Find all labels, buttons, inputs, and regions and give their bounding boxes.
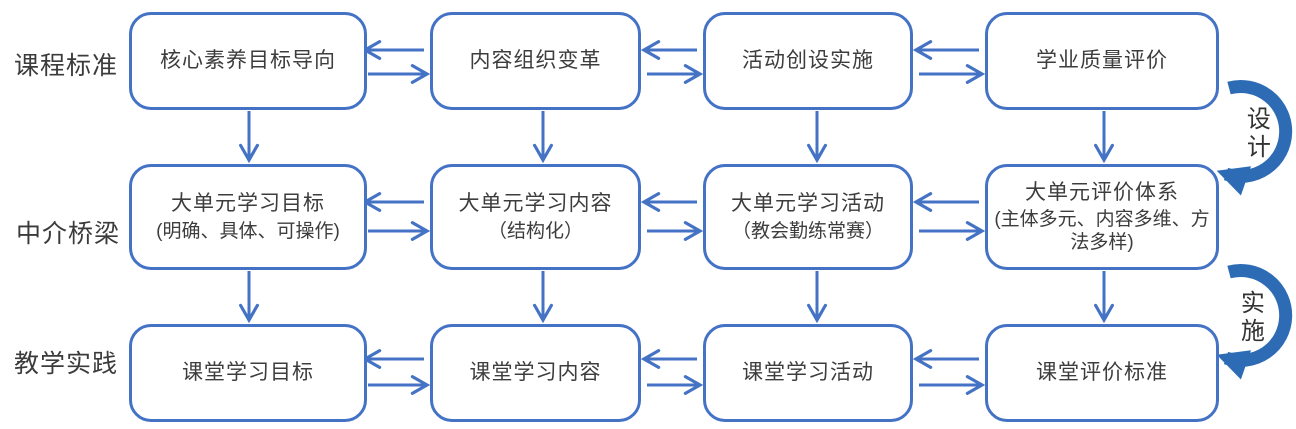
node-title: 课堂学习活动 <box>742 360 874 384</box>
node-core-literacy-goal: 核心素养目标导向 <box>129 12 367 110</box>
bidir-arrows-row1-gap1 <box>361 40 431 84</box>
node-title: 课堂学习目标 <box>182 360 314 384</box>
node-activity-creation-implementation: 活动创设实施 <box>703 12 913 110</box>
node-subtitle: （教会勤练常赛） <box>731 220 884 242</box>
row-label-intermediary-bridge: 中介桥梁 <box>16 221 121 248</box>
node-classroom-learning-activity: 课堂学习活动 <box>703 324 913 422</box>
implement-label: 实施 <box>1236 290 1263 346</box>
node-title: 内容组织变革 <box>469 48 602 72</box>
bidir-arrows-row3-gap1 <box>361 349 431 395</box>
node-content-organization-reform: 内容组织变革 <box>430 12 641 110</box>
design-curve-arrow <box>1216 79 1293 196</box>
node-title: 学业质量评价 <box>1036 48 1168 72</box>
node-unit-learning-activity: 大单元学习活动 （教会勤练常赛） <box>703 164 913 270</box>
down-arrows-row2-row3 <box>239 271 1114 324</box>
node-classroom-learning-goal: 课堂学习目标 <box>129 324 367 422</box>
node-unit-learning-goal: 大单元学习目标 (明确、具体、可操作) <box>129 164 367 270</box>
node-title: 大单元学习目标 <box>171 192 325 216</box>
node-subtitle: （结构化） <box>487 220 583 242</box>
bidir-arrows-row2-gap1 <box>361 192 431 241</box>
node-title: 活动创设实施 <box>742 48 874 72</box>
bidir-arrows-row1-gap2 <box>640 40 704 84</box>
implement-curve-arrow <box>1216 263 1293 380</box>
design-label: 设计 <box>1242 106 1269 162</box>
node-subtitle: (明确、具体、可操作) <box>156 220 340 242</box>
node-classroom-evaluation-standard: 课堂评价标准 <box>985 324 1219 422</box>
node-title: 核心素养目标导向 <box>160 48 336 72</box>
bidir-arrows-row3-gap2 <box>640 349 704 395</box>
row-label-curriculum-standard: 课程标准 <box>14 53 119 80</box>
node-subtitle: (主体多元、内容多维、方法多样) <box>994 208 1210 254</box>
node-unit-evaluation-system: 大单元评价体系 (主体多元、内容多维、方法多样) <box>985 164 1219 270</box>
bidir-arrows-row2-gap3 <box>912 192 986 241</box>
bidir-arrows-row3-gap3 <box>912 349 986 395</box>
node-title: 大单元评价体系 <box>1025 180 1179 204</box>
down-arrows-row1-row2 <box>239 111 1114 164</box>
node-unit-learning-content: 大单元学习内容 （结构化） <box>430 164 641 270</box>
node-academic-quality-evaluation: 学业质量评价 <box>985 12 1219 110</box>
row-label-teaching-practice: 教学实践 <box>14 351 119 378</box>
node-title: 课堂学习内容 <box>469 360 602 384</box>
bidir-arrows-row1-gap3 <box>912 40 986 84</box>
bidir-arrows-row2-gap2 <box>640 192 704 241</box>
node-title: 课堂评价标准 <box>1036 360 1168 384</box>
node-title: 大单元学习活动 <box>731 192 885 216</box>
node-title: 大单元学习内容 <box>458 192 613 216</box>
node-classroom-learning-content: 课堂学习内容 <box>430 324 641 422</box>
